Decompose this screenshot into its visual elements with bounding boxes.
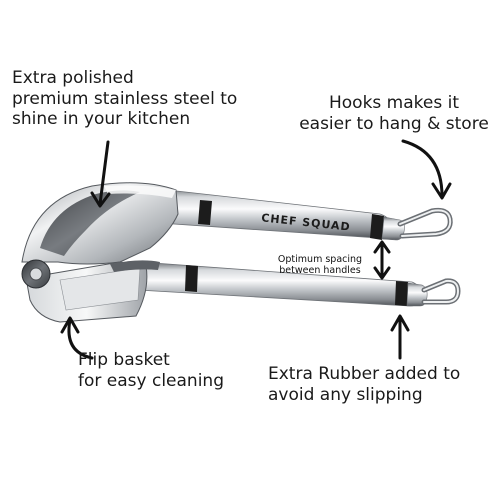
arrow-spacing-head-bottom	[373, 266, 391, 280]
callout-rubber: Extra Rubber added to avoid any slipping	[268, 364, 460, 405]
arrow-rubber-head	[390, 314, 410, 332]
press-head	[21, 182, 179, 265]
callout-stainless-steel-line3: shine in your kitchen	[12, 109, 191, 130]
arrow-spacing-head-top	[373, 240, 391, 254]
callout-stainless-steel-line2: premium stainless steel to	[12, 88, 238, 109]
callout-stainless-steel: Extra polished premium stainless steel t…	[12, 68, 237, 130]
callout-flip-basket-line2: for easy cleaning	[78, 370, 224, 391]
callout-stainless-steel-line1: Extra polished	[12, 68, 134, 88]
arrow-hooks	[401, 139, 444, 198]
arrow-flip-head	[60, 316, 80, 334]
callout-handle-spacing-line2: between handles	[279, 265, 361, 277]
upper-handle	[144, 187, 405, 241]
callout-hooks-line1: Hooks makes it	[328, 93, 459, 113]
callout-hooks-line2: easier to hang & store	[299, 113, 489, 134]
arrow-steel-head	[90, 191, 111, 208]
pivot-rivet	[21, 259, 51, 289]
arrow-flip	[67, 318, 94, 360]
upper-band-1	[198, 200, 212, 225]
flip-basket	[25, 260, 160, 323]
lower-band-1	[185, 265, 198, 292]
arrow-hooks-head	[431, 182, 452, 200]
callout-handle-spacing-line1: Optimum spacing	[277, 253, 363, 265]
arrow-steel	[98, 140, 110, 206]
upper-band-2	[370, 214, 384, 240]
callout-handle-spacing: Optimum spacing between handles	[262, 254, 378, 278]
callout-rubber-line1: Extra Rubber added to	[268, 364, 461, 384]
callout-flip-basket-line1: Flip basket	[78, 350, 170, 370]
callout-flip-basket: Flip basket for easy cleaning	[78, 350, 224, 391]
lower-band-2	[395, 281, 408, 306]
callout-rubber-line2: avoid any slipping	[268, 384, 423, 405]
callout-hooks: Hooks makes it easier to hang & store	[294, 93, 494, 134]
